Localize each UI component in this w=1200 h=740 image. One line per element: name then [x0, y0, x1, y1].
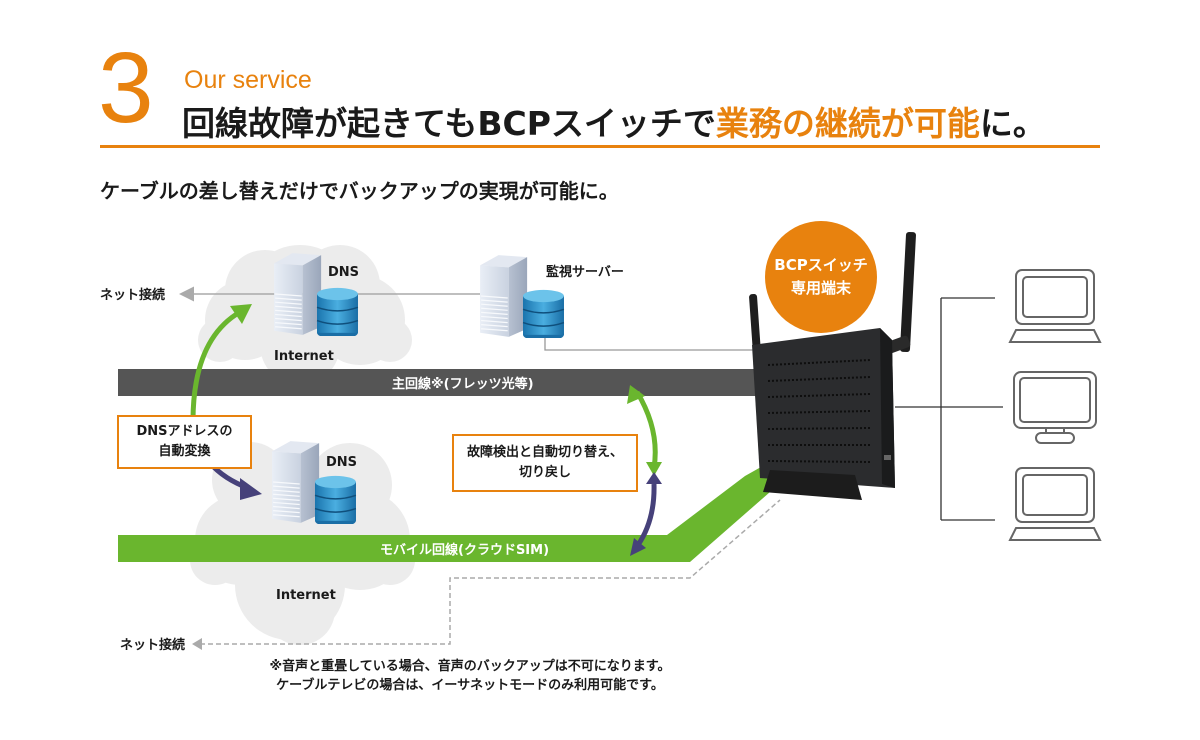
dns-switch-arrow-green — [190, 309, 242, 426]
internet-top-label: Internet — [274, 349, 334, 364]
footnote-line2: ケーブルテレビの場合は、イーサネットモードのみ利用可能です。 — [276, 678, 664, 693]
device-badge-line2: 専用端末 — [790, 279, 851, 297]
dns-top-label: DNS — [328, 265, 359, 280]
lead-text: ケーブルの差し替えだけでバックアップの実現が可能に。 — [100, 179, 619, 203]
section-number: 3 — [98, 32, 154, 144]
footnote-line1: ※音声と重畳している場合、音声のバックアップは不可になります。 — [269, 659, 671, 674]
arrow-head-icon — [630, 538, 646, 556]
arrow-head-icon — [230, 304, 252, 324]
arrow-head-icon — [646, 472, 662, 484]
title-divider — [100, 145, 1100, 148]
monitor-server-label: 監視サーバー — [546, 264, 624, 280]
monitor-link-line — [544, 335, 760, 351]
failover-callout: 故障検出と自動切り替え、 切り戻し — [452, 434, 638, 492]
title-prefix: 回線故障が起きてもBCPスイッチで — [182, 104, 716, 143]
dns-callout-line1: DNSアドレスの — [136, 424, 233, 439]
title-highlight: 業務の継続が可能 — [715, 104, 980, 143]
arrow-head-icon — [627, 385, 645, 404]
internet-bottom-label: Internet — [276, 588, 336, 603]
device-badge-line1: BCPスイッチ — [774, 256, 868, 274]
laptop-icon — [1008, 467, 1102, 541]
arrow-left-icon — [192, 638, 202, 650]
arrow-head-icon — [240, 478, 262, 500]
net-connection-label-bottom: ネット接続 — [120, 637, 185, 653]
laptop-icon — [1008, 269, 1102, 343]
failover-callout-line2: 切り戻し — [518, 465, 571, 480]
footnote: ※音声と重畳している場合、音声のバックアップは不可になります。 ケーブルテレビの… — [230, 657, 710, 695]
mobile-line-band — [118, 462, 770, 562]
device-badge: BCPスイッチ 専用端末 — [765, 221, 877, 333]
lan-connection-lines — [895, 297, 1003, 521]
page-title: 回線故障が起きてもBCPスイッチで業務の継続が可能に。 — [182, 97, 1046, 145]
failover-arrow-purple — [635, 483, 657, 547]
main-line-band — [118, 369, 758, 396]
desktop-monitor-icon — [1013, 371, 1097, 444]
main-line-label: 主回線※(フレッツ光等) — [392, 376, 534, 392]
arrow-head-icon — [646, 462, 662, 476]
bcp-switch-device-icon — [749, 231, 916, 500]
failover-callout-line1: 故障検出と自動切り替え、 — [466, 445, 623, 460]
title-suffix: に。 — [979, 104, 1046, 143]
section-subtitle: Our service — [184, 66, 312, 94]
failover-arrow-green — [634, 390, 658, 469]
net-connection-line-bottom — [200, 499, 781, 645]
mobile-line-label: モバイル回線(クラウドSIM) — [380, 542, 549, 558]
dns-conversion-callout: DNSアドレスの 自動変換 — [117, 415, 252, 469]
net-connection-label-top: ネット接続 — [100, 287, 165, 303]
dns-bottom-label: DNS — [326, 455, 357, 470]
dns-callout-line2: 自動変換 — [158, 444, 211, 459]
